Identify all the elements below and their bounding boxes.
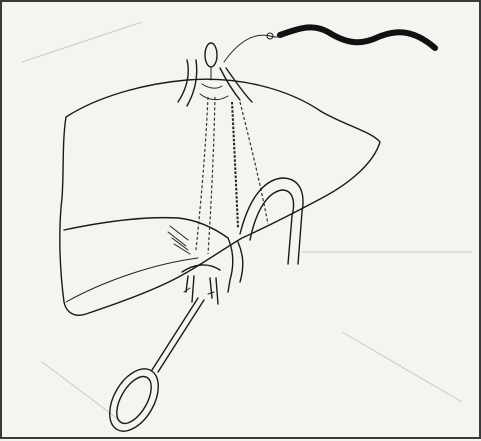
hatch-marks	[168, 226, 190, 254]
dashed-line-right	[240, 102, 268, 224]
suture-thin-strand	[224, 35, 281, 62]
background-texture	[22, 22, 472, 422]
dashed-line-left	[196, 97, 208, 250]
loop-ring-inner	[110, 371, 159, 429]
hilum-pedicle	[182, 265, 220, 304]
vessel-tubes	[228, 178, 303, 292]
top-clip-icon	[205, 43, 217, 67]
liver-outline	[60, 79, 380, 315]
liver-lobe-line	[66, 258, 198, 302]
liver-underside-contour	[64, 218, 228, 238]
loop-instrument	[100, 298, 204, 439]
dashed-line-heavy	[232, 102, 238, 228]
suture-thread	[280, 27, 435, 48]
dashed-line-middle	[208, 97, 215, 254]
